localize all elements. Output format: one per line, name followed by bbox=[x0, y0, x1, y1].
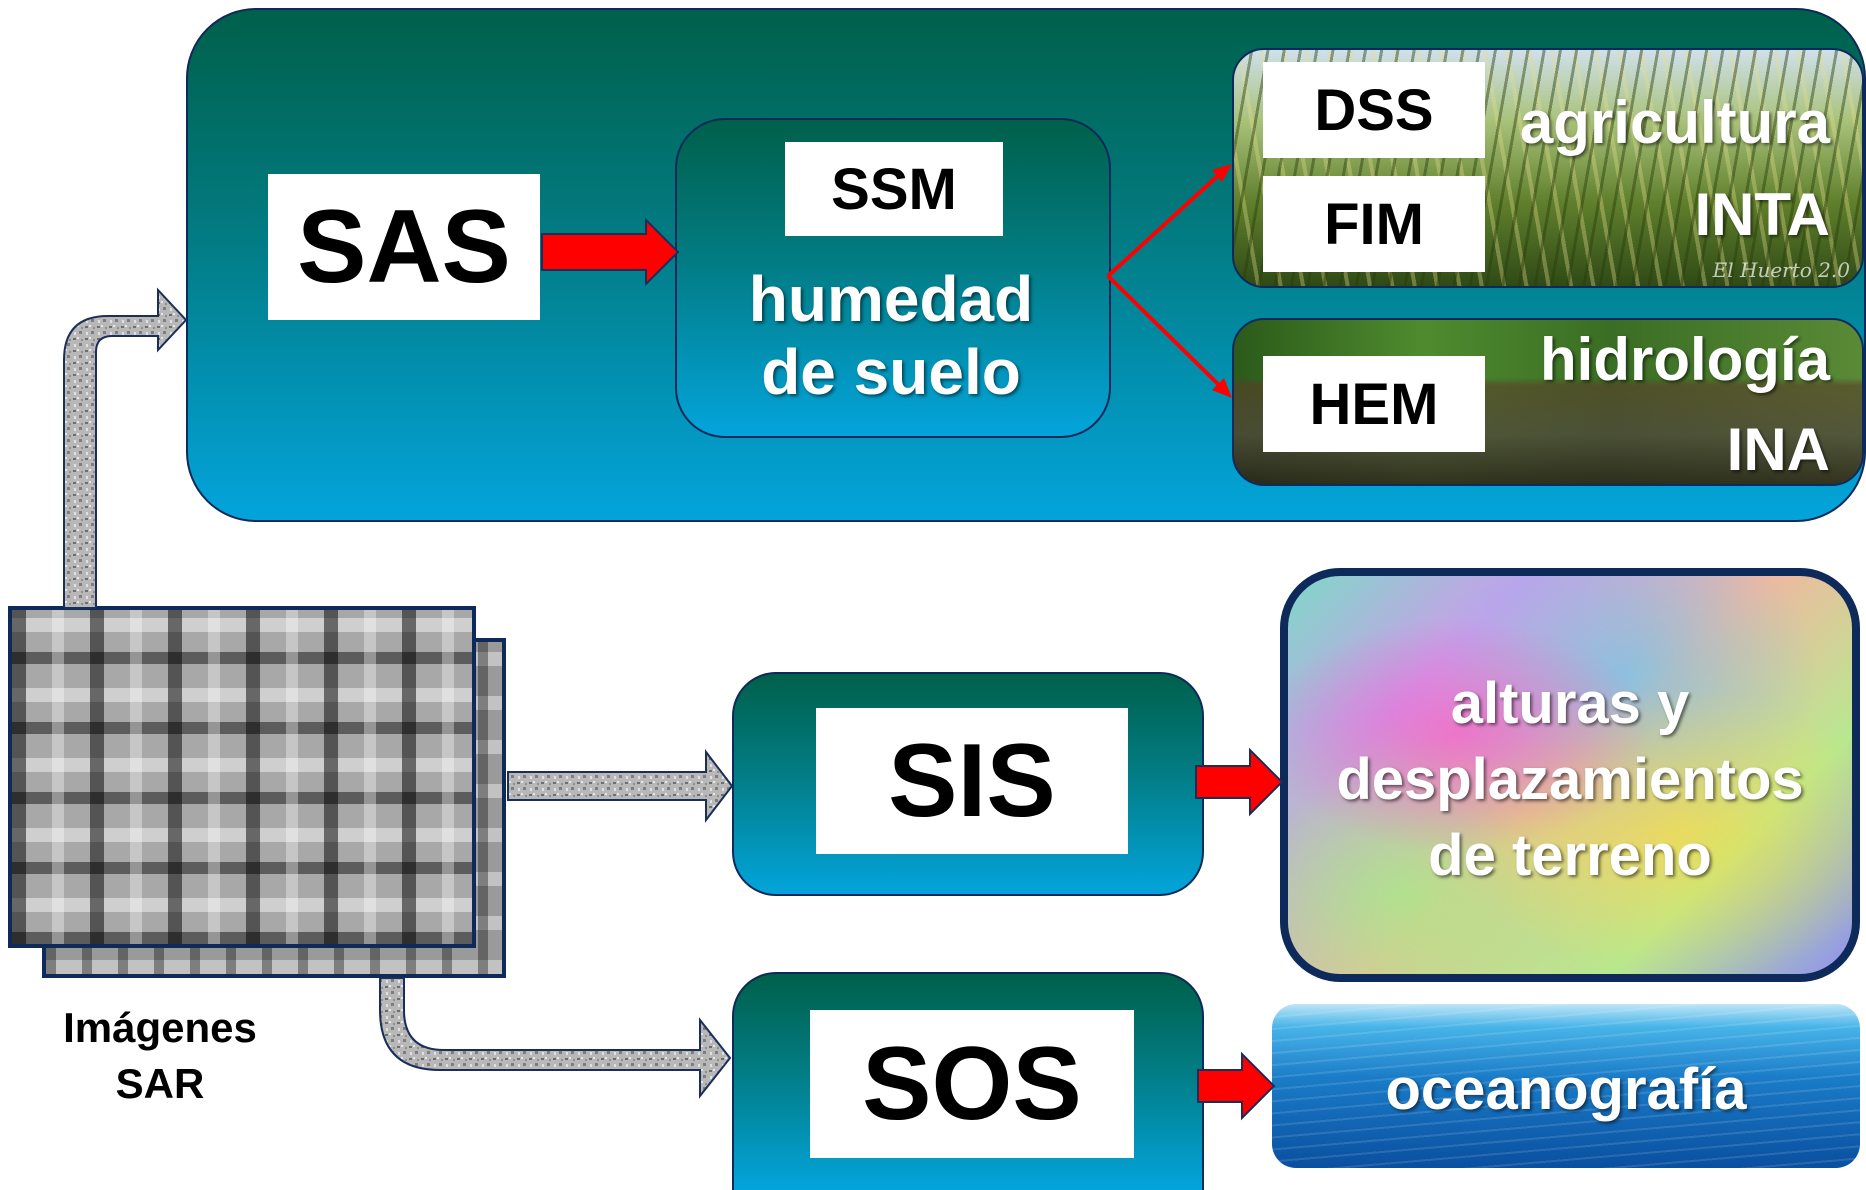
ssm-to-hydro-arrowhead bbox=[1212, 378, 1232, 398]
sar-caption-line1: Imágenes bbox=[63, 1004, 257, 1051]
sas-label-box: SAS bbox=[268, 174, 540, 320]
sas-to-ssm-arrow bbox=[541, 217, 680, 287]
sar-to-sis-arrow bbox=[507, 749, 734, 823]
hydrology-title: hidrología bbox=[1540, 326, 1830, 393]
agriculture-org: INTA bbox=[1694, 181, 1830, 248]
fim-label: FIM bbox=[1324, 191, 1424, 257]
ssm-label: SSM bbox=[831, 156, 957, 222]
sos-to-result-arrow bbox=[1197, 1051, 1276, 1121]
sis-result-line1: alturas y bbox=[1450, 671, 1690, 736]
hydrology-org: INA bbox=[1726, 416, 1830, 483]
ssm-to-agri-arrowhead bbox=[1212, 164, 1232, 182]
sos-result: oceanografía bbox=[1385, 1057, 1747, 1122]
sas-label: SAS bbox=[297, 188, 511, 305]
sar-to-sos-arrow bbox=[379, 977, 732, 1099]
dss-label: DSS bbox=[1314, 77, 1434, 143]
sis-result-line3: de terreno bbox=[1428, 823, 1712, 888]
sis-result-line2: desplazamientos bbox=[1336, 747, 1804, 812]
sos-label: SOS bbox=[862, 1025, 1082, 1142]
sar-to-sas-arrow bbox=[63, 287, 188, 609]
sos-label-box: SOS bbox=[810, 1010, 1134, 1158]
sar-image-front bbox=[8, 606, 476, 948]
interferogram-image bbox=[1280, 568, 1860, 982]
fim-label-box: FIM bbox=[1263, 176, 1485, 272]
sis-to-result-arrow bbox=[1195, 747, 1284, 817]
watermark: El Huerto 2.0 bbox=[1712, 258, 1850, 282]
ssm-to-agri-arrow bbox=[1106, 170, 1224, 278]
sis-label-box: SIS bbox=[816, 708, 1128, 854]
hem-label-box: HEM bbox=[1263, 356, 1485, 452]
ssm-to-hydro-arrow bbox=[1106, 274, 1224, 390]
sis-label: SIS bbox=[888, 722, 1056, 839]
ssm-label-box: SSM bbox=[785, 142, 1003, 236]
ocean-image bbox=[1272, 1004, 1860, 1168]
ssm-text-line2: de suelo bbox=[761, 336, 1021, 408]
dss-label-box: DSS bbox=[1263, 62, 1485, 158]
sar-caption-line2: SAR bbox=[115, 1060, 205, 1107]
hem-label: HEM bbox=[1309, 371, 1439, 437]
ssm-text-line1: humedad bbox=[748, 263, 1034, 335]
agriculture-title: agricultura bbox=[1519, 89, 1830, 156]
